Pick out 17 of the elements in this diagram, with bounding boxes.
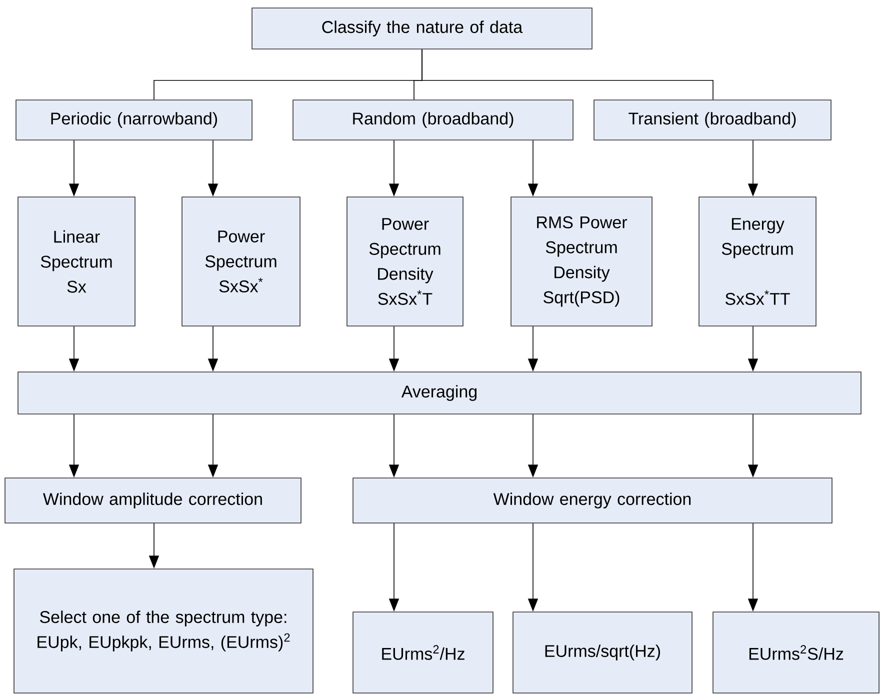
process-box: EUrms$^{2}$/Hz bbox=[352, 612, 494, 694]
process-box: Transient (broadband) bbox=[594, 100, 832, 140]
connector-line bbox=[422, 49, 714, 100]
process-box: Power Spectrum Density SxSx$^{*}$T bbox=[346, 196, 464, 326]
process-box: EUrms$^{2}$S/Hz bbox=[712, 612, 880, 694]
process-box: Power Spectrum SxSx$^{*}$ bbox=[182, 196, 300, 326]
process-box: Classify the nature of data bbox=[252, 8, 592, 50]
process-box: Periodic (narrowband) bbox=[16, 100, 252, 140]
process-box: Averaging bbox=[18, 372, 862, 414]
process-box: Linear Spectrum Sx bbox=[18, 196, 136, 326]
process-box: Random (broadband) bbox=[292, 100, 574, 140]
process-box: Select one of the spectrum type: EUpk, EUpkpk, EUrms, (EUrms)$^{2}$ bbox=[14, 568, 314, 694]
process-box: Window amplitude correction bbox=[4, 478, 302, 524]
process-box: Window energy correction bbox=[352, 478, 832, 524]
process-box: RMS Power Spectrum Density Sqrt(PSD) bbox=[510, 196, 652, 326]
process-box: EUrms/sqrt(Hz) bbox=[512, 612, 692, 694]
process-box: Energy Spectrum SxSx$^{*}$TT bbox=[698, 196, 816, 326]
